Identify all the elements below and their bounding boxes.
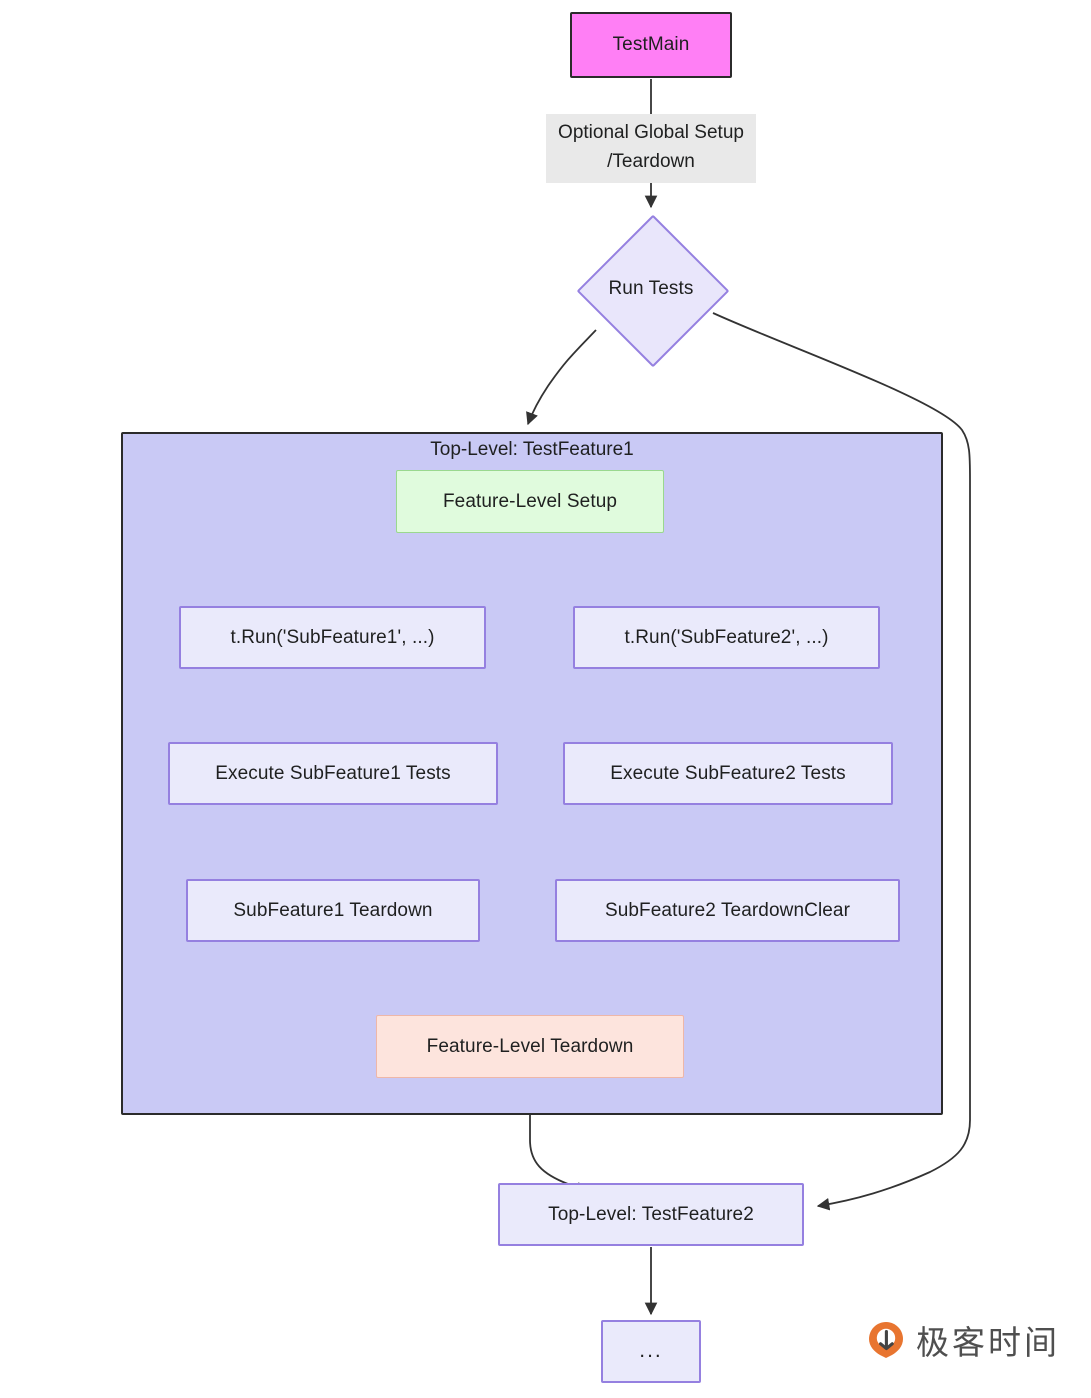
node-feature-level-setup[interactable]: Feature-Level Setup — [396, 470, 664, 533]
edge-label-line-1: Optional Global Setup — [558, 122, 744, 143]
node-run-subfeature2[interactable]: t.Run('SubFeature2', ...) — [573, 606, 880, 669]
node-execute-subfeature1-tests[interactable]: Execute SubFeature1 Tests — [168, 742, 498, 805]
node-ellipsis-label: ... — [639, 1339, 663, 1363]
node-run-tests-decision[interactable]: Run Tests — [570, 213, 732, 368]
node-execute-subfeature1-tests-label: Execute SubFeature1 Tests — [215, 762, 451, 784]
node-subfeature1-teardown-label: SubFeature1 Teardown — [233, 899, 433, 921]
cluster-testfeature1-title: Top-Level: TestFeature1 — [430, 439, 634, 460]
node-run-subfeature1-label: t.Run('SubFeature1', ...) — [230, 626, 435, 648]
node-ellipsis[interactable]: ... — [601, 1320, 701, 1383]
node-run-subfeature2-label: t.Run('SubFeature2', ...) — [624, 626, 829, 648]
edge-label-global-setup: Optional Global Setup /Teardown — [546, 114, 756, 183]
node-execute-subfeature2-tests-label: Execute SubFeature2 Tests — [610, 762, 846, 784]
watermark: 极客时间 — [866, 1316, 1060, 1364]
node-feature-level-teardown[interactable]: Feature-Level Teardown — [376, 1015, 684, 1078]
node-run-tests-label: Run Tests — [608, 278, 694, 300]
node-run-subfeature1[interactable]: t.Run('SubFeature1', ...) — [179, 606, 486, 669]
node-testfeature2[interactable]: Top-Level: TestFeature2 — [498, 1183, 804, 1246]
node-testfeature2-label: Top-Level: TestFeature2 — [548, 1203, 754, 1225]
node-subfeature1-teardown[interactable]: SubFeature1 Teardown — [186, 879, 480, 942]
node-subfeature2-teardown[interactable]: SubFeature2 TeardownClear — [555, 879, 900, 942]
node-execute-subfeature2-tests[interactable]: Execute SubFeature2 Tests — [563, 742, 893, 805]
node-testmain-label: TestMain — [612, 34, 690, 56]
node-feature-level-setup-label: Feature-Level Setup — [442, 490, 618, 512]
edge-label-line-2: /Teardown — [607, 151, 695, 173]
node-feature-level-teardown-label: Feature-Level Teardown — [426, 1035, 634, 1057]
watermark-text: 极客时间 — [916, 1323, 1060, 1362]
node-subfeature2-teardown-label: SubFeature2 TeardownClear — [604, 899, 851, 921]
geektime-logo-icon — [866, 1320, 906, 1360]
node-testmain[interactable]: TestMain — [570, 12, 732, 78]
